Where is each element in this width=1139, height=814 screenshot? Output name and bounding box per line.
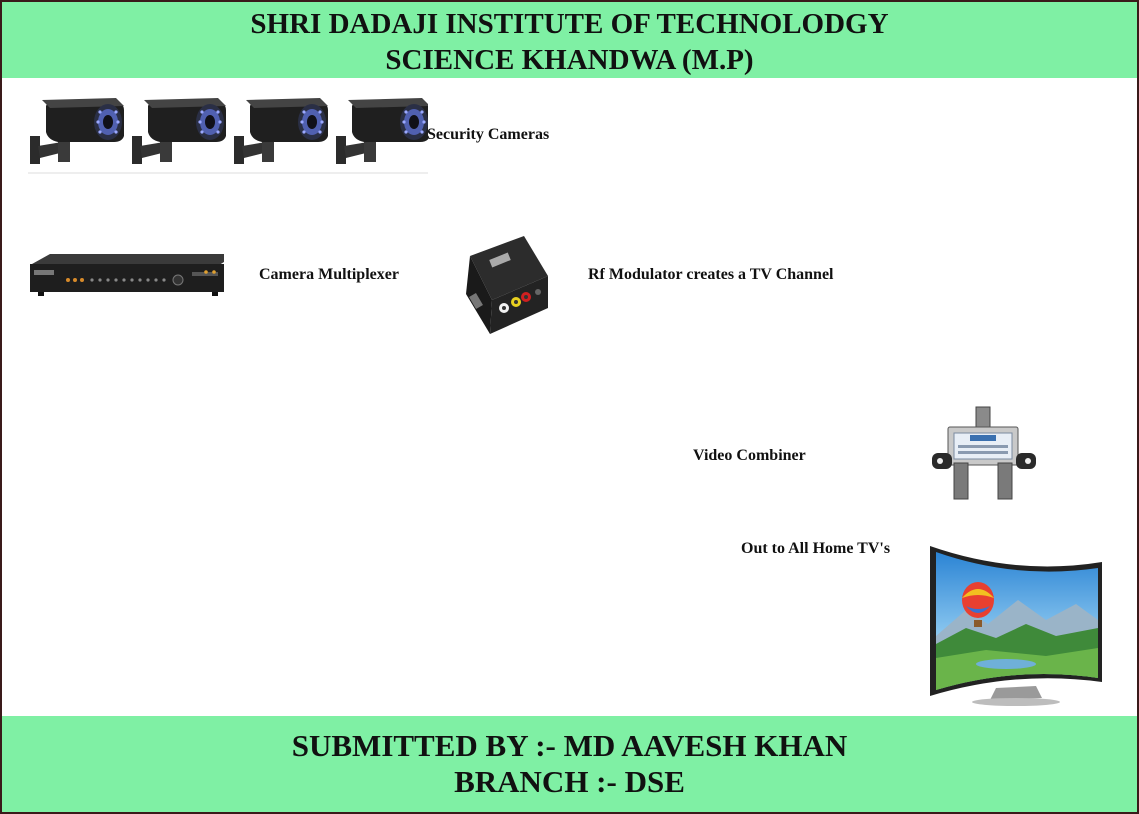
footer-banner: SUBMITTED BY :- MD AAVESH KHAN BRANCH :-… xyxy=(2,716,1137,812)
camera-multiplexer-label: Camera Multiplexer xyxy=(259,266,399,284)
branch-line: BRANCH :- DSE xyxy=(2,764,1137,800)
video-combiner-label: Video Combiner xyxy=(693,447,806,465)
home-tv-label: Out to All Home TV's xyxy=(741,540,890,558)
home-tv-display xyxy=(926,540,1106,708)
header-banner: SHRI DADAJI INSTITUTE OF TECHNOLODGY SCI… xyxy=(2,2,1137,78)
security-camera-group xyxy=(28,96,428,176)
institute-title-line1: SHRI DADAJI INSTITUTE OF TECHNOLODGY xyxy=(2,2,1137,42)
video-combiner-device xyxy=(930,405,1038,501)
camera-multiplexer-device xyxy=(28,250,228,300)
rf-modulator-label: Rf Modulator creates a TV Channel xyxy=(588,266,833,284)
institute-title-line2: SCIENCE KHANDWA (M.P) xyxy=(2,42,1137,78)
rf-modulator-device xyxy=(462,234,552,339)
security-cameras-label: Security Cameras xyxy=(427,126,549,144)
submitted-by-line: SUBMITTED BY :- MD AAVESH KHAN xyxy=(2,716,1137,764)
